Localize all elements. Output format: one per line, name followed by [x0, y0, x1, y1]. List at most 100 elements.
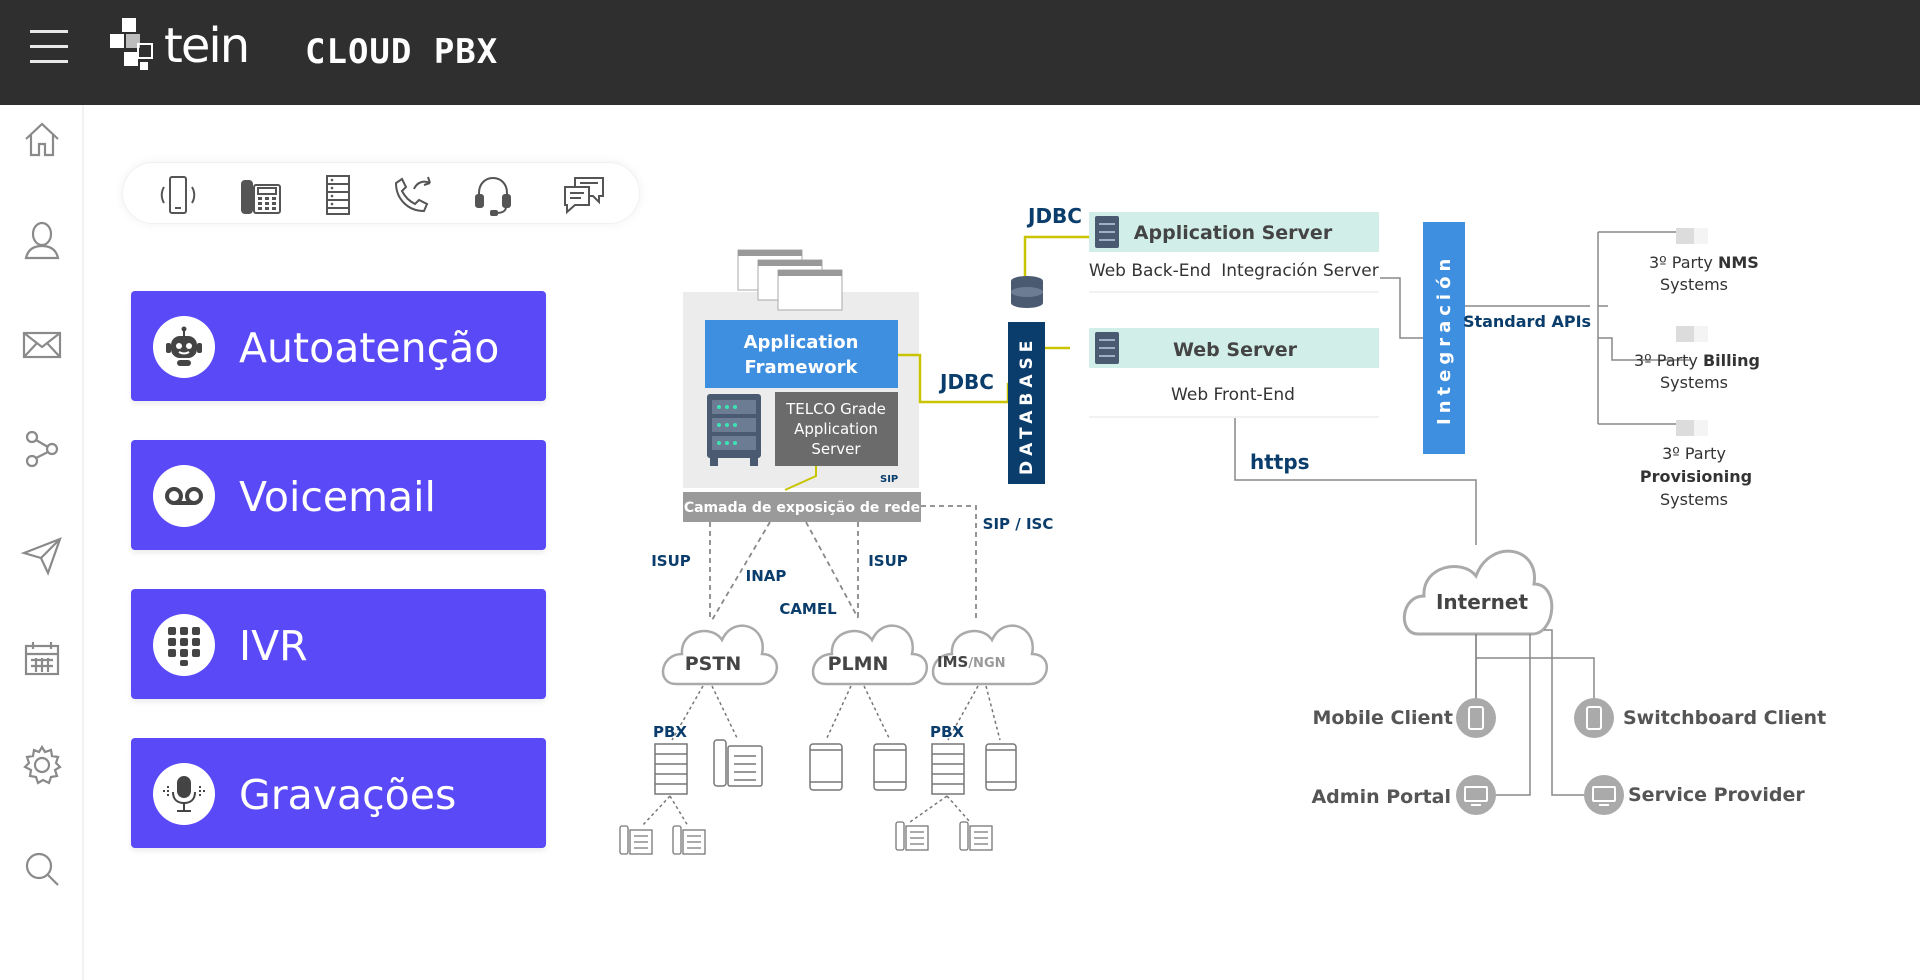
feature-label: Autoatenção	[239, 324, 500, 372]
billing-line: 3º Party Billing	[1634, 351, 1760, 370]
prov-line: 3º Party	[1662, 444, 1726, 463]
send-icon[interactable]	[20, 533, 64, 577]
sip-isc-label: SIP / ISC	[983, 515, 1054, 533]
gravacoes-button[interactable]: Gravações	[131, 738, 546, 848]
isup-2-label: ISUP	[868, 552, 908, 570]
web-server-header	[1089, 328, 1379, 368]
integracion-label: Integración	[1434, 254, 1455, 425]
web-server-label: Web Server	[1173, 339, 1298, 361]
isup-1-label: ISUP	[651, 552, 691, 570]
pbx-2-label: PBX	[930, 723, 964, 741]
feature-label: IVR	[239, 622, 308, 670]
ims-cloud-icon	[931, 624, 1049, 686]
desk-phone-icon[interactable]	[238, 173, 284, 217]
voicemail-icon	[153, 465, 215, 527]
top-bar: tein CLOUD PBX	[0, 0, 1920, 105]
pstn-label: PSTN	[685, 653, 741, 675]
application-server-header	[1089, 212, 1379, 252]
server-cabinet-icon	[707, 394, 761, 466]
menu-icon[interactable]	[30, 30, 70, 70]
mobile-client-icon	[1456, 698, 1496, 738]
tein-logo: tein	[110, 18, 260, 82]
server-rack-icon[interactable]	[315, 173, 361, 217]
pstn-cloud-icon	[661, 624, 779, 686]
telco-line3: Server	[811, 440, 861, 458]
search-icon[interactable]	[20, 847, 64, 891]
billing-systems: Systems	[1660, 373, 1728, 392]
microphone-icon	[153, 763, 215, 825]
desk-phone-icon	[713, 739, 763, 787]
plmn-cloud-icon	[811, 624, 929, 686]
inap-label: INAP	[746, 567, 787, 585]
service-provider-icon	[1584, 775, 1624, 815]
channel-bar	[122, 162, 640, 224]
internet-label: Internet	[1436, 590, 1528, 614]
nms-systems: Systems	[1660, 275, 1728, 294]
mobile-vibrate-icon[interactable]	[155, 173, 201, 217]
prov-bold: Provisioning	[1640, 467, 1752, 486]
integracion-server-label: Integración Server	[1221, 261, 1379, 281]
integracion-bar	[1423, 222, 1465, 454]
pbx-rack-icon	[931, 743, 965, 795]
user-icon[interactable]	[20, 218, 64, 262]
keypad-icon	[153, 614, 215, 676]
switchboard-client-label: Switchboard Client	[1623, 707, 1826, 729]
standard-apis-label: Standard APIs	[1463, 312, 1591, 331]
web-server-icon	[1095, 332, 1119, 364]
flow-icon[interactable]	[20, 427, 64, 471]
web-back-end-label: Web Back-End	[1089, 261, 1211, 281]
gear-icon[interactable]	[20, 743, 64, 787]
app-title: CLOUD PBX	[305, 32, 499, 72]
ivr-button[interactable]: IVR	[131, 589, 546, 699]
call-forward-icon[interactable]	[390, 173, 436, 217]
voicemail-button[interactable]: Voicemail	[131, 440, 546, 550]
logo-mark-icon	[110, 18, 153, 70]
application-server-label: Application Server	[1134, 222, 1333, 244]
prov-systems: Systems	[1660, 490, 1728, 509]
application-framework-box	[705, 320, 898, 388]
ims-ngn-label: IMS/NGN	[937, 653, 1006, 671]
feature-label: Gravações	[239, 771, 457, 819]
headset-icon[interactable]	[470, 173, 516, 217]
framework-block	[683, 292, 919, 488]
telco-server-box	[775, 392, 898, 466]
calendar-icon[interactable]	[20, 637, 64, 681]
service-provider-label: Service Provider	[1628, 784, 1805, 806]
robot-icon	[153, 316, 215, 378]
internet-cloud-icon	[1403, 549, 1554, 636]
browser-windows-icon	[737, 249, 843, 311]
admin-portal-label: Admin Portal	[1311, 786, 1451, 808]
mobile-device-icon	[809, 743, 1017, 791]
switchboard-client-icon	[1574, 698, 1614, 738]
framework-line1: Application	[744, 332, 859, 353]
mail-icon[interactable]	[20, 323, 64, 367]
plmn-label: PLMN	[828, 653, 889, 675]
telco-line2: Application	[794, 420, 878, 438]
https-label: https	[1250, 450, 1310, 474]
phone-small-icon	[619, 821, 993, 855]
database-icon	[1011, 276, 1043, 308]
telco-line1: TELCO Grade	[785, 400, 886, 418]
logo-text: tein	[164, 18, 250, 74]
chat-icon[interactable]	[561, 173, 607, 217]
camada-bar	[683, 492, 921, 522]
app-server-icon	[1095, 216, 1119, 248]
sip-small-label: SIP	[880, 474, 898, 485]
database-label: DATABASE	[1017, 336, 1037, 475]
pbx-1-label: PBX	[653, 723, 687, 741]
nms-line: 3º Party NMS	[1649, 253, 1759, 272]
autoatencao-button[interactable]: Autoatenção	[131, 291, 546, 401]
database-bar	[1008, 322, 1045, 484]
camel-label: CAMEL	[779, 600, 837, 618]
sidebar	[0, 105, 84, 980]
web-front-end-label: Web Front-End	[1171, 385, 1295, 405]
camada-label: Camada de exposição de rede	[684, 500, 920, 516]
admin-portal-icon	[1456, 775, 1496, 815]
jdbc-top-label: JDBC	[1026, 204, 1082, 228]
feature-label: Voicemail	[239, 473, 436, 521]
home-icon[interactable]	[20, 117, 64, 161]
mobile-client-label: Mobile Client	[1312, 707, 1453, 729]
jdbc-left-label: JDBC	[938, 370, 994, 394]
framework-line2: Framework	[745, 357, 859, 378]
pbx-rack-icon	[654, 743, 688, 795]
